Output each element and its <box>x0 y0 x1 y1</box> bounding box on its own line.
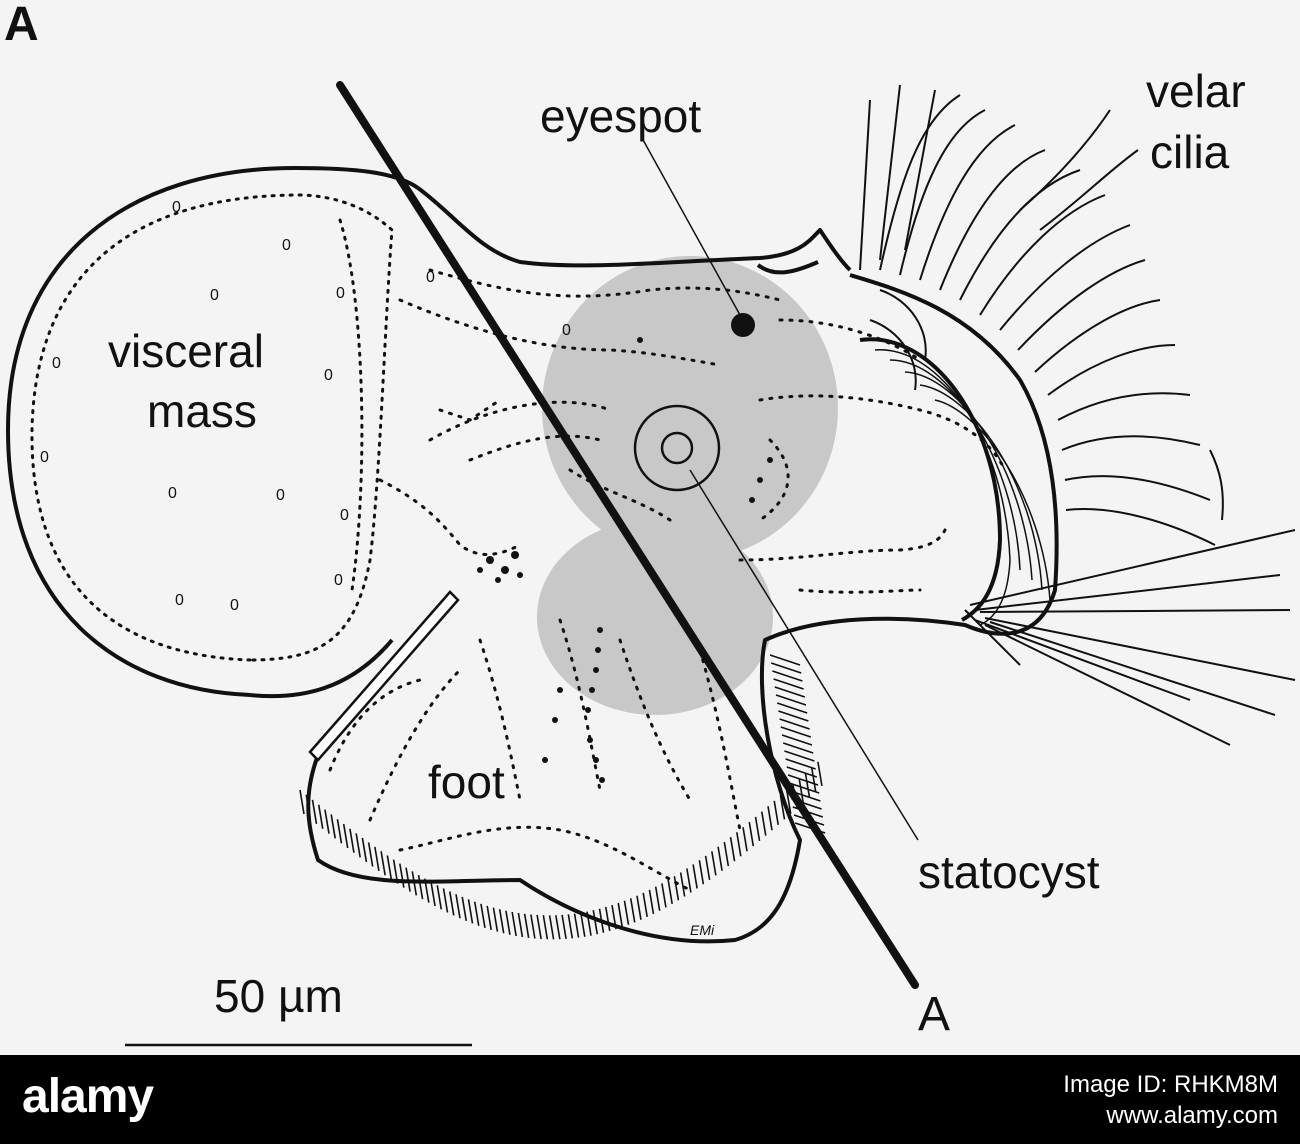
artist-signature: EMi <box>690 922 715 938</box>
svg-text:0: 0 <box>210 287 219 304</box>
svg-text:0: 0 <box>282 237 291 254</box>
nerve-tracts <box>328 268 1007 892</box>
visceral-mass-granules: 0 0 0 0 0 0 0 0 0 0 0 0 0 0 0 <box>40 199 571 614</box>
svg-text:0: 0 <box>324 367 333 384</box>
svg-text:0: 0 <box>168 485 177 502</box>
svg-text:0: 0 <box>175 592 184 609</box>
foot-cilia-fringe <box>299 654 826 940</box>
svg-text:0: 0 <box>172 199 181 216</box>
velar-cilia <box>859 84 1224 546</box>
body-outline <box>249 186 1059 944</box>
larva-illustration: 0 0 0 0 0 0 0 0 0 0 0 0 0 0 0 <box>0 0 1300 1055</box>
ciliated-rod <box>308 590 460 762</box>
svg-text:0: 0 <box>340 507 349 524</box>
posterior-cilia-tuft <box>964 529 1296 746</box>
image-meta: Image ID: RHKM8M www.alamy.com <box>1063 1069 1278 1131</box>
velar-cilia-label-line1: velar <box>1146 65 1246 117</box>
ganglia-shading <box>537 256 838 715</box>
svg-text:0: 0 <box>426 269 435 286</box>
svg-text:0: 0 <box>40 449 49 466</box>
section-line <box>336 81 919 989</box>
scale-bar-label: 50 µm <box>214 970 343 1022</box>
svg-text:0: 0 <box>230 597 239 614</box>
svg-text:0: 0 <box>336 285 345 302</box>
section-marker-label: A <box>918 988 950 1041</box>
eyespot-marker <box>731 313 755 337</box>
svg-text:0: 0 <box>52 355 61 372</box>
svg-text:0: 0 <box>562 322 571 339</box>
site-link[interactable]: www.alamy.com <box>1106 1102 1278 1129</box>
statocyst-marker <box>633 404 721 492</box>
svg-text:0: 0 <box>334 572 343 589</box>
image-id: Image ID: RHKM8M <box>1063 1071 1278 1098</box>
visceral-mass-label-line2: mass <box>147 385 257 437</box>
eyespot-label: eyespot <box>540 90 701 142</box>
foot-label: foot <box>428 756 505 808</box>
statocyst-label: statocyst <box>918 846 1100 898</box>
leader-lines <box>641 137 919 841</box>
visceral-mass-outline <box>5 165 420 697</box>
stippled-clusters <box>477 337 773 783</box>
watermark-footer: alamy Image ID: RHKM8M www.alamy.com <box>0 1055 1300 1144</box>
svg-text:0: 0 <box>276 487 285 504</box>
panel-label: A <box>4 0 39 51</box>
visceral-mass-label-line1: visceral <box>108 325 264 377</box>
brand-logo[interactable]: alamy <box>22 1070 154 1123</box>
velar-cilia-label-line2: cilia <box>1150 126 1230 178</box>
